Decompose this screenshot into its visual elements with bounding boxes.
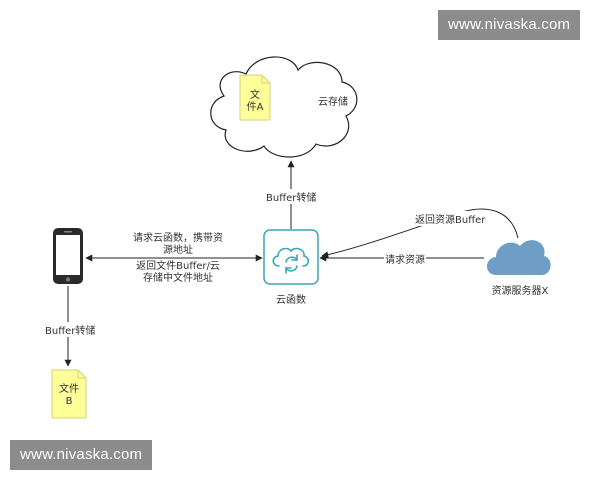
file-b-note [51, 369, 87, 419]
watermark-bottom: www.nivaska.com [10, 440, 153, 470]
phone-request-line2: 源地址 [163, 245, 193, 256]
phone-return-line2: 存储中文件地址 [143, 273, 213, 284]
file-a-label-line1: 文 [250, 90, 260, 101]
cloud-storage-label: 云存储 [318, 97, 348, 108]
watermark-top: www.nivaska.com [438, 10, 581, 40]
edge-label-to-storage: Buffer转储 [265, 189, 318, 204]
resource-server-cloud-icon [487, 240, 551, 275]
file-b-label-line2: B [65, 396, 73, 407]
cloud-sync-icon [272, 247, 310, 274]
file-b-label: 文件 B [52, 384, 86, 408]
edge-label-request-resource: 请求资源 [384, 251, 426, 266]
edge-label-to-file-b: Buffer转储 [44, 322, 97, 337]
file-b-label-line1: 文件 [59, 384, 79, 395]
file-a-label: 文 件A [240, 90, 270, 114]
edge-label-phone-request: 请求云函数，携带资 源地址 [118, 233, 238, 257]
phone-request-line1: 请求云函数，携带资 [133, 233, 223, 244]
phone-icon [53, 228, 83, 284]
edge-label-return-resource: 返回资源Buffer [414, 211, 487, 226]
file-a-note [239, 74, 271, 121]
phone-return-line1: 返回文件Buffer/云 [136, 261, 220, 272]
resource-server-label: 资源服务器X [491, 286, 549, 297]
cloud-function-label: 云函数 [276, 295, 306, 306]
edge-label-phone-return: 返回文件Buffer/云 存储中文件地址 [118, 261, 238, 285]
file-a-label-line2: 件A [246, 102, 264, 113]
